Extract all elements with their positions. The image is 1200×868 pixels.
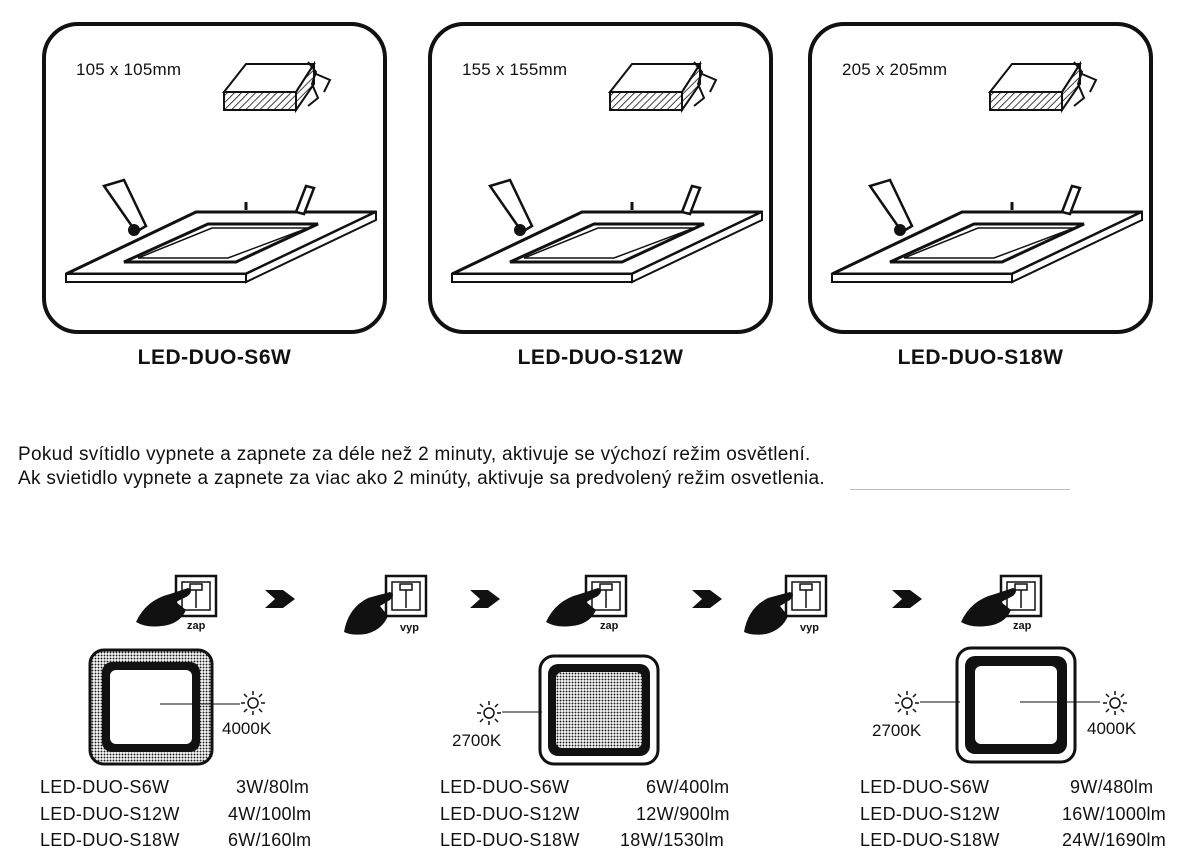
spec-row: LED-DUO-S18W 6W/160lm bbox=[40, 830, 311, 851]
product-size: 105 x 105mm bbox=[76, 60, 182, 79]
divider bbox=[850, 489, 1070, 490]
product-card-s12w: 155 x 155mm bbox=[428, 22, 773, 334]
led-panel-icon bbox=[451, 60, 763, 284]
spec-row: LED-DUO-S12W 12W/900lm bbox=[440, 804, 729, 825]
led-panel-icon bbox=[88, 648, 214, 766]
led-panel-icon bbox=[831, 60, 1143, 284]
spec-row: LED-DUO-S6W 3W/80lm bbox=[40, 777, 309, 798]
leader-line bbox=[1020, 701, 1100, 703]
spec-value: 3W/80lm bbox=[236, 777, 310, 797]
hand-switch-icon bbox=[744, 574, 828, 635]
spec-value: 18W/1530lm bbox=[620, 830, 725, 850]
switch-label: vyp bbox=[800, 622, 819, 634]
spec-model: LED-DUO-S18W bbox=[40, 830, 180, 850]
mounting-clip-icon bbox=[101, 178, 148, 234]
led-panel-icon bbox=[65, 60, 377, 284]
chevron-right-icon bbox=[892, 590, 922, 608]
spec-value: 6W/160lm bbox=[228, 830, 312, 850]
sun-icon bbox=[241, 691, 265, 715]
product-card-s6w: 105 x 105mm bbox=[42, 22, 387, 334]
leader-line bbox=[920, 701, 960, 703]
product-name: LED-DUO-S6W bbox=[137, 346, 292, 369]
led-panel-icon bbox=[955, 646, 1077, 764]
spec-row: LED-DUO-S18W 24W/1690lm bbox=[860, 830, 1166, 851]
kelvin-label: 2700K bbox=[452, 731, 502, 750]
spec-value: 6W/400lm bbox=[646, 777, 730, 797]
spec-model: LED-DUO-S6W bbox=[860, 777, 990, 797]
switch-label: zap bbox=[1013, 620, 1032, 632]
product-size: 155 x 155mm bbox=[462, 60, 568, 79]
spec-model: LED-DUO-S12W bbox=[860, 804, 1000, 824]
spec-model: LED-DUO-S18W bbox=[860, 830, 1000, 850]
spec-model: LED-DUO-S12W bbox=[440, 804, 580, 824]
kelvin-label: 4000K bbox=[222, 719, 272, 738]
product-size: 205 x 205mm bbox=[842, 60, 948, 79]
chevron-right-icon bbox=[265, 590, 295, 608]
hand-switch-icon bbox=[546, 574, 628, 627]
leader-line bbox=[502, 711, 542, 713]
spec-value: 4W/100lm bbox=[228, 804, 312, 824]
spec-value: 12W/900lm bbox=[636, 804, 730, 824]
hand-switch-icon bbox=[136, 574, 218, 627]
spec-row: LED-DUO-S6W 6W/400lm bbox=[440, 777, 729, 798]
leader-line bbox=[160, 703, 240, 705]
product-card-s18w: 205 x 205mm bbox=[808, 22, 1153, 334]
spec-row: LED-DUO-S12W 4W/100lm bbox=[40, 804, 311, 825]
spec-model: LED-DUO-S6W bbox=[40, 777, 170, 797]
sun-icon bbox=[477, 701, 501, 725]
spec-model: LED-DUO-S6W bbox=[440, 777, 570, 797]
spec-row: LED-DUO-S18W 18W/1530lm bbox=[440, 830, 724, 851]
kelvin-label: 2700K bbox=[872, 721, 922, 740]
kelvin-label: 4000K bbox=[1087, 719, 1137, 738]
spec-row: LED-DUO-S12W 16W/1000lm bbox=[860, 804, 1166, 825]
switch-label: vyp bbox=[400, 622, 419, 634]
chevron-right-icon bbox=[692, 590, 722, 608]
mounting-clip-icon bbox=[487, 178, 534, 234]
product-name: LED-DUO-S18W bbox=[897, 346, 1064, 369]
chevron-right-icon bbox=[470, 590, 500, 608]
spec-value: 16W/1000lm bbox=[1062, 804, 1167, 824]
spec-value: 9W/480lm bbox=[1070, 777, 1154, 797]
spec-value: 24W/1690lm bbox=[1062, 830, 1167, 850]
product-name: LED-DUO-S12W bbox=[517, 346, 684, 369]
sun-icon bbox=[895, 691, 919, 715]
switch-label: zap bbox=[600, 620, 619, 632]
led-panel-icon bbox=[538, 654, 660, 766]
note-sk: Ak svietidlo vypnete a zapnete za viac a… bbox=[18, 468, 825, 489]
mounting-clip-icon bbox=[867, 178, 914, 234]
hand-switch-icon bbox=[961, 574, 1043, 627]
spec-model: LED-DUO-S12W bbox=[40, 804, 180, 824]
note-cz: Pokud svítidlo vypnete a zapnete za déle… bbox=[18, 444, 811, 465]
spec-row: LED-DUO-S6W 9W/480lm bbox=[860, 777, 1153, 798]
switch-label: zap bbox=[187, 620, 206, 632]
sun-icon bbox=[1103, 691, 1127, 715]
hand-switch-icon bbox=[344, 574, 428, 635]
spec-model: LED-DUO-S18W bbox=[440, 830, 580, 850]
